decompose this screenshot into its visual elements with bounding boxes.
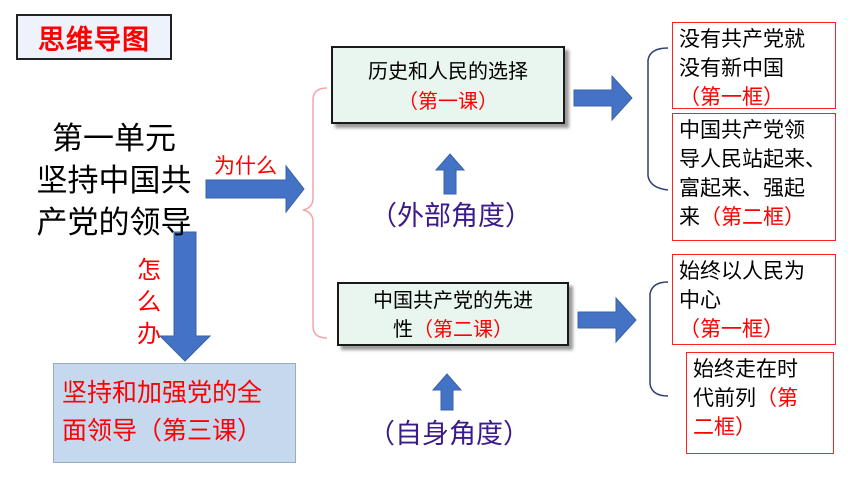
how-label-char: 怎 [137,256,161,284]
self-up-arrow [431,373,463,411]
frame-box-4: 始终走在时 代前列（第 二框） [686,352,834,454]
frame-box-2-line: 来 [679,205,700,229]
why-arrow [205,164,305,214]
lesson-three-line1: 坚持和加强党的全 [62,378,263,407]
self-angle-label: （自身角度） [368,419,530,450]
lesson-two-name: 中国共产党的先进 [373,288,533,312]
lesson-two-line2: 性（第二课） [339,315,567,344]
frame-box-2-line: 中国共产党领 [679,118,805,142]
lesson-two-box: 中国共产党的先进 性（第二课） [337,282,569,346]
frame-box-4-line: 始终走在时 [693,357,798,381]
lesson-three-line2: 面领导（第三课） [62,416,263,445]
how-arrow [158,231,212,362]
frame-box-2-line: 导人民站起来、 [679,147,826,171]
left-brace [302,87,328,339]
frame-box-2-last: 来（第二框） [679,203,835,232]
lesson-one-tag: （第一课） [398,89,498,113]
how-label: 怎 么 办 [136,254,162,350]
frame-box-4-line2: 代前列（第 [693,384,833,413]
frame-box-4-line: 代前列 [693,386,756,410]
title-text: 思维导图 [38,24,150,56]
frame-box-1-tag: （第一框） [679,85,784,109]
lesson1-arrow [573,74,633,122]
right-brace-bottom [649,281,669,397]
mind-map-title: 思维导图 [16,14,172,60]
outer-up-arrow [434,153,466,195]
frame-box-1: 没有共产党就 没有新中国 （第一框） [672,22,836,109]
frame-box-3-line: 中心 [679,288,721,312]
frame-box-4-tag-end: 二框） [693,415,756,439]
frame-box-1-line: 没有共产党就 [679,27,805,51]
frame-box-3-tag: （第一框） [679,317,784,341]
frame-box-2-line: 富起来、强起 [679,176,805,200]
frame-box-2: 中国共产党领 导人民站起来、 富起来、强起 来（第二框） [672,113,836,241]
outer-angle-label: （外部角度） [370,201,532,232]
lesson-two-name-end: 性 [393,317,413,341]
unit-topic-line1: 第一单元 [52,121,176,157]
frame-box-2-tag: （第二框） [700,205,805,229]
frame-box-1-line: 没有新中国 [679,56,784,80]
unit-topic: 第一单元 坚持中国共 产党的领导 [24,118,204,244]
frame-box-4-tag: （第 [756,386,798,410]
lesson-three-box: 坚持和加强党的全 面领导（第三课） [53,363,296,463]
lesson2-arrow [577,296,637,344]
unit-topic-line3: 产党的领导 [36,205,192,241]
why-label: 为什么 [214,154,277,178]
right-brace-top [647,47,669,191]
unit-topic-line2: 坚持中国共 [36,163,192,199]
how-label-char: 么 [137,288,161,316]
frame-box-3: 始终以人民为 中心 （第一框） [672,254,836,345]
lesson-one-name: 历史和人民的选择 [368,59,528,83]
frame-box-3-line: 始终以人民为 [679,259,805,283]
lesson-one-box: 历史和人民的选择 （第一课） [331,46,565,124]
lesson-two-tag: （第二课） [413,317,513,341]
how-label-char: 办 [137,320,161,348]
